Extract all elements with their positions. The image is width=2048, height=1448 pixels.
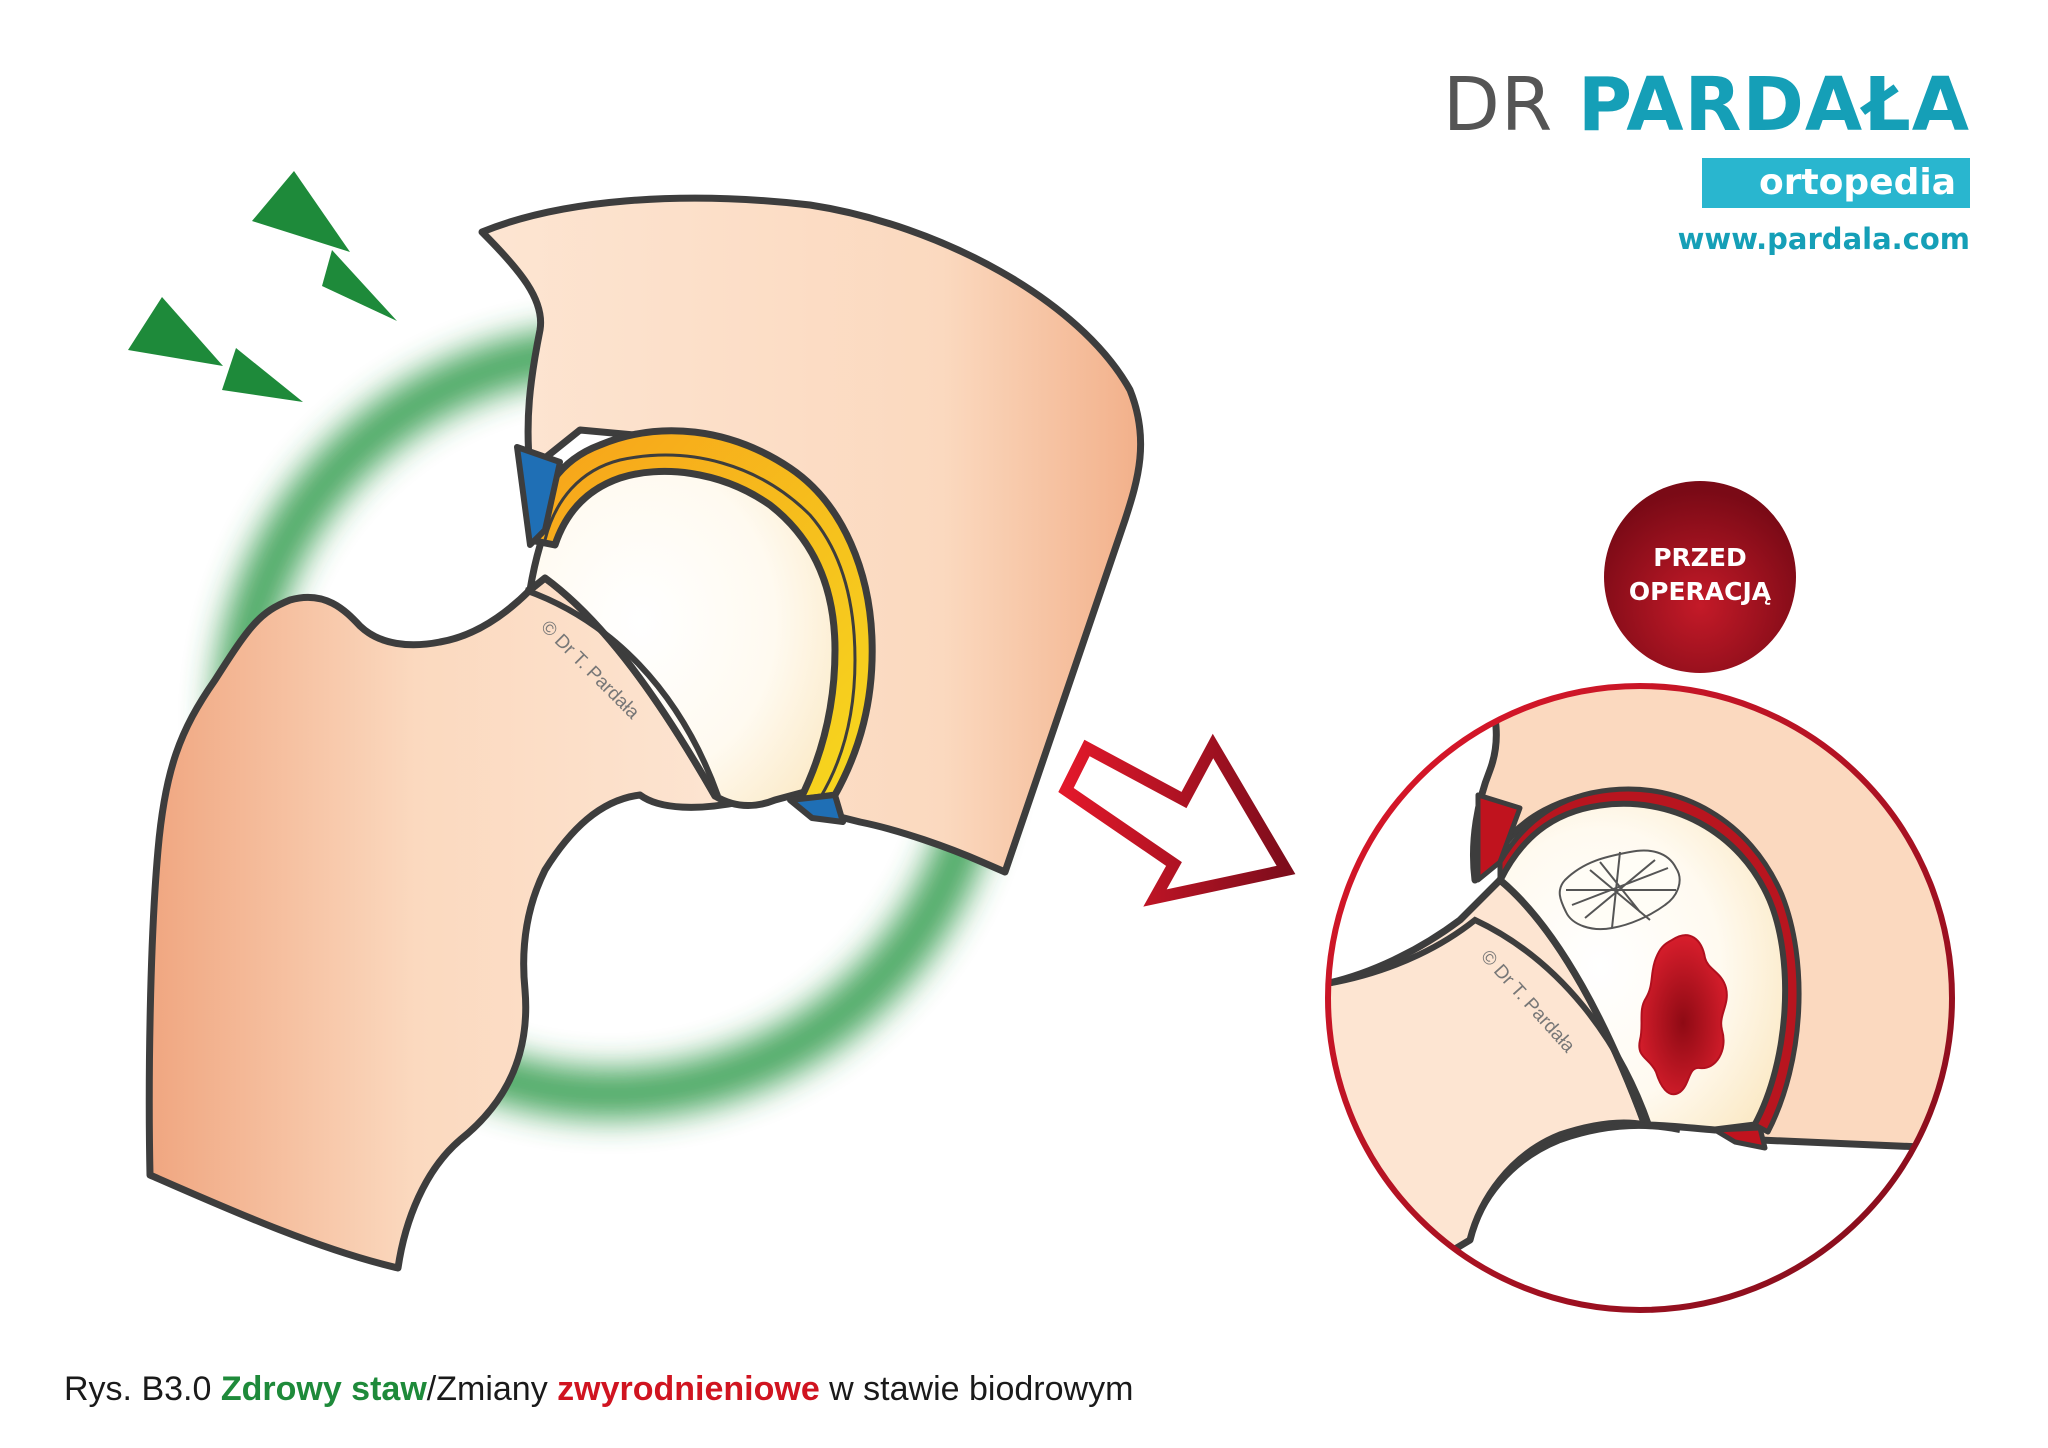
status-badge: PRZED OPERACJĄ [1604,481,1796,673]
caption-suffix: w stawie biodrowym [819,1370,1134,1408]
caption-degenerative: zwyrodnieniowe [557,1370,820,1408]
cartilage-line [543,453,857,799]
badge-line2: OPERACJĄ [1629,577,1772,606]
pelvis-bone [478,194,1145,876]
zoom-labrum-upper [1475,792,1523,883]
zoom-labrum-lower [1712,1125,1768,1151]
zoom-inset: © Dr T. Pardała [1328,686,1952,1310]
green-arrowhead-icon [222,348,303,402]
labrum-lower [787,792,846,825]
brand-prefix: DR [1442,62,1554,148]
figure-caption: Rys. B3.0 Zdrowy staw/Zmiany zwyrodnieni… [64,1370,1133,1409]
bone-lesion [1638,934,1728,1096]
cartilage-crack [1558,849,1681,931]
green-arrows [128,171,397,402]
caption-prefix: Rys. B3.0 [64,1370,221,1408]
labrum-upper [514,444,563,548]
zoom-ring [1325,683,1955,1313]
brand-title: DR PARDAŁA [1443,68,1970,142]
caption-healthy: Zdrowy staw [220,1370,427,1408]
zoom-neck-line [1328,916,1653,1129]
zoom-lower-femur-line [1467,1122,1681,1241]
red-outline-arrow-icon [1058,733,1296,907]
brand-tagline: ortopedia [1702,158,1970,208]
femoral-neck-line [524,587,721,798]
zoom-cartilage-thin [1497,786,1802,1135]
green-arrowhead-icon [322,250,397,321]
green-arrowhead-icon [252,171,350,252]
brand-logo: DR PARDAŁA ortopedia www.pardala.com [1443,68,1970,256]
brand-name: PARDAŁA [1577,62,1970,148]
green-arrowhead-icon [128,297,223,366]
badge-line1: PRZED [1653,543,1747,572]
caption-middle: /Zmiany [426,1370,558,1408]
brand-url: www.pardala.com [1677,222,1970,256]
